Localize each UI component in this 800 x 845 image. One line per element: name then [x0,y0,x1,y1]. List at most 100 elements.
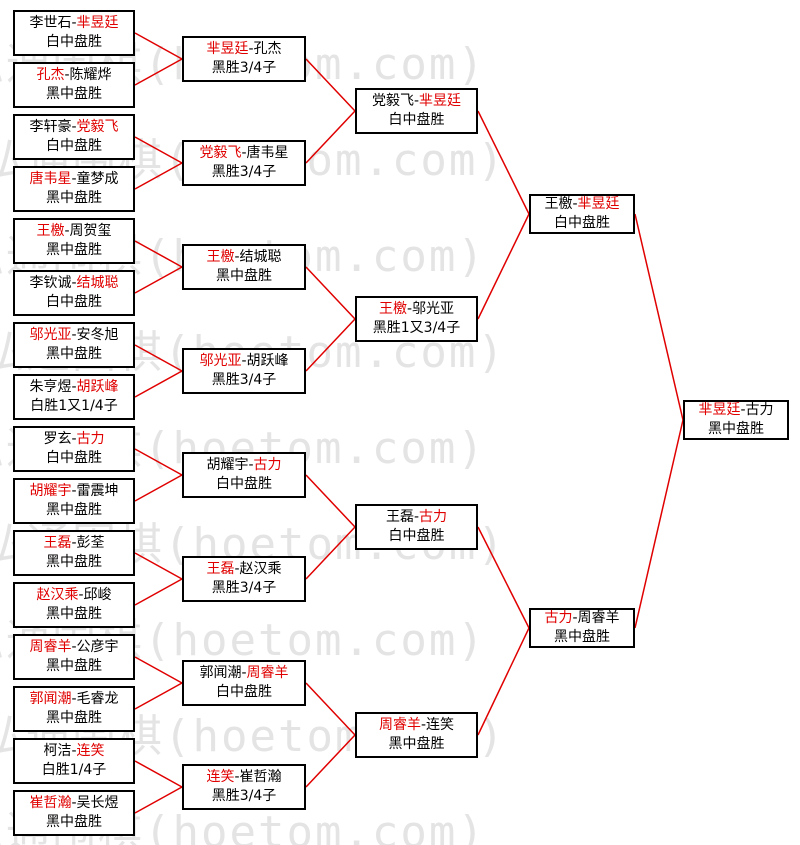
match-result: 黑中盘胜 [554,629,610,645]
match-result: 白中盘胜 [216,476,272,492]
player-white: 古力 [419,509,448,525]
vs-dash: - [71,535,77,551]
match-players: 罗玄-古力 [43,430,104,449]
match-box: 郭闻潮-毛睿龙黑中盘胜 [13,686,135,732]
match-players: 郭闻潮-周睿羊 [199,664,288,683]
bracket-connector [634,213,684,421]
vs-dash: - [71,379,77,395]
player-black: 党毅飞 [199,145,242,161]
match-players: 党毅飞-芈昱廷 [372,92,461,111]
player-black: 李世石 [29,15,72,31]
match-result: 白中盘胜 [46,138,102,154]
match-players: 王磊-古力 [386,508,447,527]
vs-dash: - [420,717,427,733]
match-players: 邬光亚-胡跃峰 [199,352,288,371]
player-white: 毛睿龙 [76,691,119,707]
match-box: 古力-周睿羊黑中盘胜 [529,608,635,648]
match-box: 周睿羊-公彦宇黑中盘胜 [13,634,135,680]
bracket-connector [134,448,183,476]
vs-dash: - [413,93,420,109]
match-box: 王檄-周贺玺黑中盘胜 [13,218,135,264]
match-players: 王檄-邬光亚 [379,300,454,319]
player-black: 王磊 [43,535,72,551]
player-white: 孔杰 [253,41,282,57]
vs-dash: - [241,665,247,681]
player-white: 胡跃峰 [246,353,289,369]
vs-dash: - [234,769,240,785]
bracket-connector [305,734,356,788]
match-players: 郭闻潮-毛睿龙 [29,690,118,709]
match-box: 王磊-彭荃黑中盘胜 [13,530,135,576]
player-black: 李轩豪 [29,119,72,135]
match-box: 邬光亚-安冬旭黑中盘胜 [13,322,135,368]
player-black: 王檄 [544,196,573,212]
bracket-connector [477,110,530,215]
player-black: 古力 [544,610,573,626]
player-black: 周睿羊 [378,717,421,733]
player-white: 结城聪 [239,249,282,265]
match-result: 黑中盘胜 [46,658,102,674]
match-box: 连笑-崔哲瀚黑胜3/4子 [182,764,306,810]
match-players: 王檄-周贺玺 [36,222,111,241]
match-result: 白胜1/4子 [41,762,107,778]
match-players: 胡耀宇-雷震坤 [29,482,118,501]
match-box: 胡耀宇-雷震坤黑中盘胜 [13,478,135,524]
player-black: 孔杰 [36,67,65,83]
player-white: 古力 [745,402,774,418]
match-players: 邬光亚-安冬旭 [29,326,118,345]
vs-dash: - [241,145,247,161]
player-black: 王檄 [206,249,235,265]
match-box: 朱亨煜-胡跃峰白胜1又1/4子 [13,374,135,420]
match-result: 白中盘胜 [388,528,445,544]
match-box: 胡耀宇-古力白中盘胜 [182,452,306,498]
match-result: 黑中盘胜 [46,606,102,622]
match-box: 郭闻潮-周睿羊白中盘胜 [182,660,306,706]
player-black: 连笑 [206,769,235,785]
bracket-connector [134,240,183,268]
vs-dash: - [740,402,746,418]
match-players: 王檄-结城聪 [206,248,281,267]
bracket-connector [134,786,183,814]
match-result: 黑胜3/4子 [211,60,277,76]
match-result: 白中盘胜 [46,34,102,50]
match-result: 黑胜3/4子 [211,788,277,804]
player-black: 邬光亚 [29,327,72,343]
player-black: 周睿羊 [29,639,72,655]
bracket-connector [305,318,356,372]
match-players: 周睿羊-公彦宇 [29,638,118,657]
match-players: 党毅飞-唐韦星 [199,144,288,163]
player-white: 芈昱廷 [76,15,119,31]
bracket-connector [634,419,684,629]
player-black: 唐韦星 [29,171,72,187]
match-result: 黑中盘胜 [46,814,102,830]
bracket-connector [477,526,530,629]
bracket-connector [134,370,183,398]
player-white: 周睿羊 [246,665,289,681]
match-box: 党毅飞-唐韦星黑胜3/4子 [182,140,306,186]
vs-dash: - [71,743,77,759]
player-white: 雷震坤 [76,483,119,499]
player-black: 柯洁 [43,743,72,759]
player-black: 朱亨煜 [29,379,72,395]
player-white: 邱峻 [83,587,112,603]
match-box: 王磊-赵汉乘黑胜3/4子 [182,556,306,602]
match-players: 赵汉乘-邱峻 [36,586,111,605]
match-result: 黑中盘胜 [46,190,102,206]
vs-dash: - [71,431,77,447]
player-white: 公彦宇 [76,639,119,655]
match-result: 黑胜3/4子 [211,580,277,596]
match-box: 王檄-邬光亚黑胜1又3/4子 [355,296,478,342]
bracket-connector [305,58,356,112]
player-white: 芈昱廷 [577,196,620,212]
player-white: 邬光亚 [412,301,455,317]
match-players: 芈昱廷-古力 [698,401,773,420]
match-result: 白中盘胜 [46,450,102,466]
bracket-connector [305,682,356,736]
player-white: 赵汉乘 [239,561,282,577]
match-players: 周睿羊-连笑 [379,716,454,735]
match-players: 李轩豪-党毅飞 [29,118,118,137]
vs-dash: - [71,483,77,499]
vs-dash: - [71,119,77,135]
vs-dash: - [78,587,84,603]
match-result: 白中盘胜 [216,684,272,700]
